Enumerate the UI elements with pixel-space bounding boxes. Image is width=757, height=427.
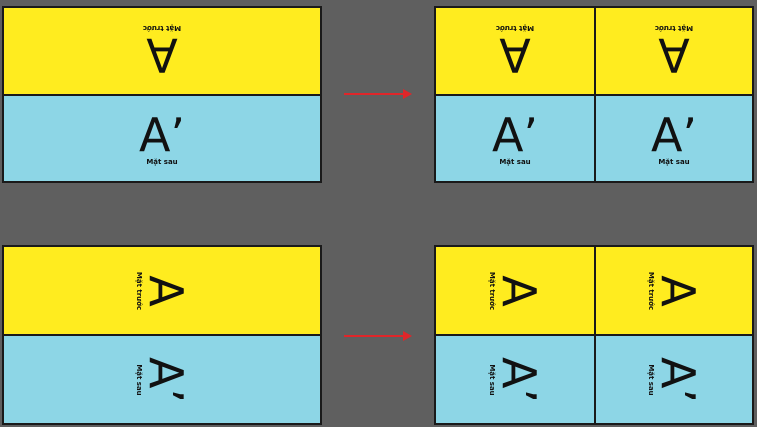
sheet-bottom-left: A Mặt trước A’ Mặt sau	[2, 245, 322, 425]
back-letter: A’	[651, 356, 705, 403]
back-label: A’ Mặt sau	[651, 112, 697, 166]
front-label: A Mặt trước	[647, 271, 705, 310]
front-letter: A	[139, 274, 193, 307]
front-caption: Mặt trước	[495, 24, 535, 32]
back-letter: A’	[139, 356, 193, 403]
back-label: A’ Mặt sau	[135, 356, 193, 403]
back-caption: Mặt sau	[135, 363, 143, 396]
back-caption: Mặt sau	[499, 157, 531, 166]
front-label: A Mặt trước	[142, 24, 182, 82]
front-panel: A Mặt trước A Mặt trước	[436, 247, 752, 334]
back-letter: A’	[492, 356, 546, 403]
front-letter: A	[146, 28, 178, 82]
back-caption: Mặt sau	[658, 157, 690, 166]
back-caption: Mặt sau	[146, 157, 178, 166]
front-label: A Mặt trước	[135, 271, 193, 310]
cell-right: A’ Mặt sau	[594, 336, 752, 423]
front-letter: A	[492, 274, 546, 307]
cell-left: A Mặt trước	[436, 247, 594, 334]
front-caption: Mặt trước	[654, 24, 694, 32]
cell-right: A Mặt trước	[594, 247, 752, 334]
front-caption: Mặt trước	[488, 271, 496, 310]
cell-right: A Mặt trước	[594, 8, 752, 94]
cell-left: A’ Mặt sau	[436, 336, 594, 423]
front-label: A Mặt trước	[654, 24, 694, 82]
front-panel: A Mặt trước A Mặt trước	[436, 8, 752, 94]
back-caption: Mặt sau	[647, 363, 655, 396]
back-caption: Mặt sau	[488, 363, 496, 396]
back-panel: A’ Mặt sau	[4, 336, 320, 423]
back-letter: A’	[491, 107, 539, 162]
cell-left: A Mặt trước	[436, 8, 594, 94]
back-label: A’ Mặt sau	[488, 356, 546, 403]
sheet-top-left: A Mặt trước A’ Mặt sau	[2, 6, 322, 183]
back-panel: A’ Mặt sau	[4, 96, 320, 181]
back-label: A’ Mặt sau	[647, 356, 705, 403]
front-caption: Mặt trước	[142, 24, 182, 32]
front-label: A Mặt trước	[495, 24, 535, 82]
front-letter: A	[499, 28, 531, 82]
front-caption: Mặt trước	[135, 271, 143, 310]
cell-right: A’ Mặt sau	[594, 96, 752, 181]
front-letter: A	[658, 28, 690, 82]
sheet-bottom-right: A Mặt trước A Mặt trước A’ Mặt sau	[434, 245, 754, 425]
sheet-top-right: A Mặt trước A Mặt trước A’ Mặt sau	[434, 6, 754, 183]
arrow-right-bottom	[344, 331, 412, 341]
back-panel: A’ Mặt sau A’ Mặt sau	[436, 96, 752, 181]
front-panel: A Mặt trước	[4, 247, 320, 334]
front-caption: Mặt trước	[647, 271, 655, 310]
back-letter: A’	[138, 107, 186, 162]
back-label: A’ Mặt sau	[492, 112, 538, 166]
front-label: A Mặt trước	[488, 271, 546, 310]
back-label: A’ Mặt sau	[139, 112, 185, 166]
cell-left: A’ Mặt sau	[436, 96, 594, 181]
front-letter: A	[651, 274, 705, 307]
back-letter: A’	[650, 107, 698, 162]
front-panel: A Mặt trước	[4, 8, 320, 94]
back-panel: A’ Mặt sau A’ Mặt sau	[436, 336, 752, 423]
arrow-right-top	[344, 89, 412, 99]
